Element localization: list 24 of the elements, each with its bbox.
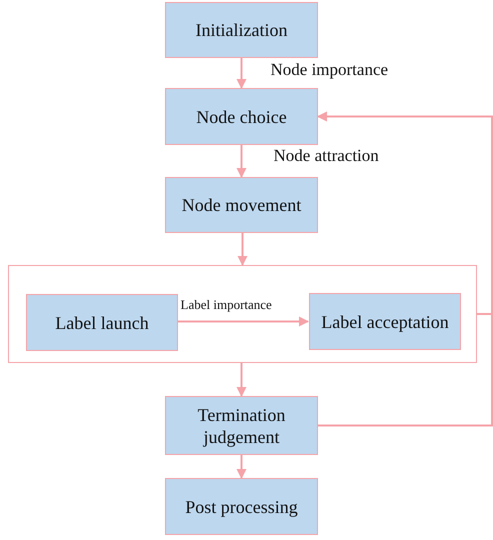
node-label: Label acceptation bbox=[320, 310, 450, 332]
node-label: Initialization bbox=[194, 19, 288, 41]
process-box bbox=[165, 88, 318, 145]
process-box bbox=[165, 2, 318, 58]
process-box bbox=[165, 177, 318, 233]
arrow bbox=[238, 233, 248, 266]
arrow bbox=[177, 316, 309, 326]
arrow bbox=[236, 363, 246, 397]
arrow bbox=[317, 112, 493, 315]
node-label: Node choice bbox=[195, 106, 288, 128]
process-box bbox=[26, 294, 178, 351]
node-label: Node movement bbox=[180, 194, 302, 216]
node-label: Post processing bbox=[184, 496, 299, 518]
arrow bbox=[236, 58, 246, 89]
edge-label: Node importance bbox=[270, 61, 388, 80]
arrow bbox=[236, 145, 246, 178]
node-label: Termination judgement bbox=[196, 404, 286, 448]
edge-label: Label importance bbox=[180, 298, 272, 312]
process-box bbox=[309, 293, 461, 350]
process-box bbox=[165, 396, 318, 455]
process-box bbox=[165, 478, 318, 535]
group-box bbox=[8, 265, 477, 363]
arrow bbox=[236, 455, 246, 479]
node-label: Label launch bbox=[54, 312, 150, 334]
